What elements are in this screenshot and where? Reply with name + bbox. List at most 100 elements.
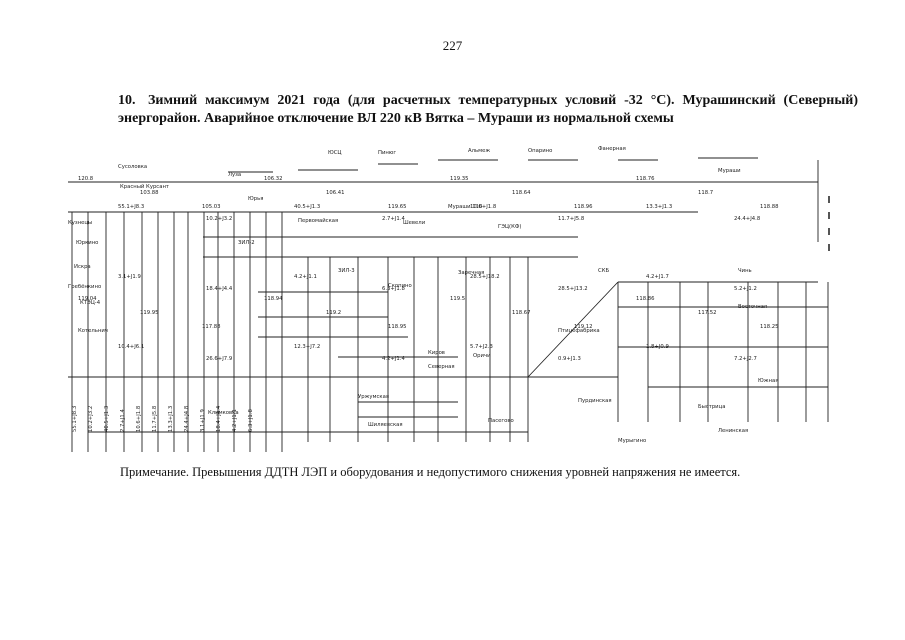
node-label: Восточная [738,304,767,310]
node-label: Мураши [718,168,741,174]
power-flow-label: 5.2+J1.2 [734,286,757,292]
power-flow-label: 28.5+J18.2 [470,274,500,280]
node-label: ЗИЛ-2 [238,240,255,246]
node-label: КТЭЦ-4 [80,300,101,306]
bus-voltage-label: 118.86 [636,296,655,302]
margin-mark [828,228,830,235]
bus-voltage-label: 119.2 [326,310,341,316]
node-label: Шиляевская [368,422,403,428]
bus-voltage-label: 119.35 [450,176,469,182]
heading-text: Зимний максимум 2021 года (для расчетных… [118,93,858,126]
bus-voltage-label: 118.88 [760,204,779,210]
power-flow-label: 4.2+J1.4 [382,356,405,362]
node-label: Первомайская [298,217,338,224]
note-text: Примечание. Превышения ДДТН ЛЭП и оборуд… [120,465,741,479]
feeder-flow-label: 4.2+J1.1 [232,409,238,432]
node-label: Пасегово [488,418,514,424]
bus-voltage-label: 103.88 [140,190,159,196]
bus-voltage-label: 106.32 [264,176,283,182]
margin-mark [828,196,830,203]
node-label: Луза [228,172,241,178]
node-label: Гребёнкино [68,284,101,290]
bus-voltage-label: 119.95 [140,310,159,316]
margin-mark [828,244,830,251]
power-flow-label: 10.6+J1.8 [470,204,497,210]
node-label: Красный Курсант [120,183,169,190]
node-label: Фанерная [598,146,626,152]
power-flow-label: 3.1+J1.9 [118,274,141,280]
bus-voltage-label: 118.7 [698,190,713,196]
feeder-flow-label: 24.4+J4.8 [184,405,190,432]
power-flow-label: 4.2+J1.1 [294,274,317,280]
bus-voltage-label: 117.88 [202,324,221,330]
power-flow-label: 55.1+J8.3 [118,204,144,210]
bus-voltage-label: 118.96 [574,204,593,210]
power-flow-label: 28.5+J13.2 [558,286,588,292]
feeder-flow-label: 40.5+J1.3 [104,406,110,432]
power-flow-label: 2.7+J1.4 [382,216,405,222]
power-flow-label: 11.7+J5.8 [558,216,585,222]
margin-mark [828,212,830,219]
power-flow-label: 10.2+J3.2 [206,216,232,222]
node-label: Юрья [248,196,263,202]
bus-voltage-label: 105.03 [202,204,221,210]
feeder-flow-label: 10.6+J1.8 [136,405,142,432]
power-flow-label: 5.7+J2.3 [470,344,493,350]
bus-voltage-label: 118.94 [264,296,283,302]
node-label: ГЭЦ(КФ) [498,224,522,230]
bus-voltage-label: 118.64 [512,190,531,196]
bus-voltage-label: 118.95 [388,324,407,330]
node-label: Южная [758,378,778,384]
node-label: Кузнецы [68,220,92,226]
power-flow-label: 24.4+J4.8 [734,216,761,222]
power-flow-label: 13.3+J1.3 [646,204,672,210]
power-flow-label: 10.4+J6.1 [118,344,144,350]
node-label: Искра [74,264,91,270]
feeder-flow-label: 2.7+J1.4 [120,409,126,432]
power-flow-label: 18.4+J4.4 [206,286,233,292]
bus-voltage-label: 118.67 [512,310,531,316]
node-label: СКБ [598,268,609,274]
feeder-flow-label: 10.2+J3.2 [88,406,94,432]
feeder-flow-label: 11.7+J5.8 [152,405,158,432]
bus-voltage-label: 119.65 [388,204,407,210]
line-diagonal [527,281,619,378]
node-label: Птицефабрика [558,328,600,334]
node-label: Северная [428,364,455,370]
diagram-lines [68,157,829,452]
feeder-flow-label: 6.3+J1.8 [248,409,254,432]
power-flow-label: 6.3+J1.8 [382,286,405,292]
bus-voltage-label: 119.04 [78,296,97,302]
node-label: Альмеж [468,148,490,154]
node-label: Котельнич [78,328,108,334]
power-flow-label: 1.8+J0.9 [646,344,669,350]
node-label: Пурдинская [578,398,612,404]
bus-voltage-label: 120.8 [78,176,94,182]
node-label: Мурыгино [618,438,646,444]
node-label: Уржумская [358,394,389,400]
node-label: Климковка [208,410,239,416]
node-label: Чинь [738,268,752,274]
heading-number: 10. [118,93,136,108]
bus-voltage-label: 117.52 [698,310,717,316]
node-label: ЮСЦ [328,150,342,156]
node-label: Пинюг [378,150,396,156]
feeder-flow-label: 3.1+J1.9 [200,409,206,432]
document-heading: 10.Зимний максимум 2021 года (для расчет… [118,92,858,128]
node-label: Юркино [76,240,98,246]
power-flow-label: 4.2+J1.7 [646,274,669,280]
node-label: Шевели [403,220,425,226]
node-label: Заречная [458,270,484,276]
power-flow-label: 7.2+J2.7 [734,356,757,362]
power-flow-label: 0.9+J1.3 [558,356,581,362]
power-flow-label: 26.6+J7.9 [206,356,232,362]
page-number: 227 [442,38,463,53]
node-label: ЗИЛ-3 [338,268,355,274]
bus-voltage-label: 119.12 [574,324,593,330]
node-label: Оричи [473,353,491,359]
bus-voltage-label: 118.25 [760,324,779,330]
feeder-flow-label: 55.1+J8.3 [72,406,78,432]
node-label: Быстрица [698,404,725,410]
